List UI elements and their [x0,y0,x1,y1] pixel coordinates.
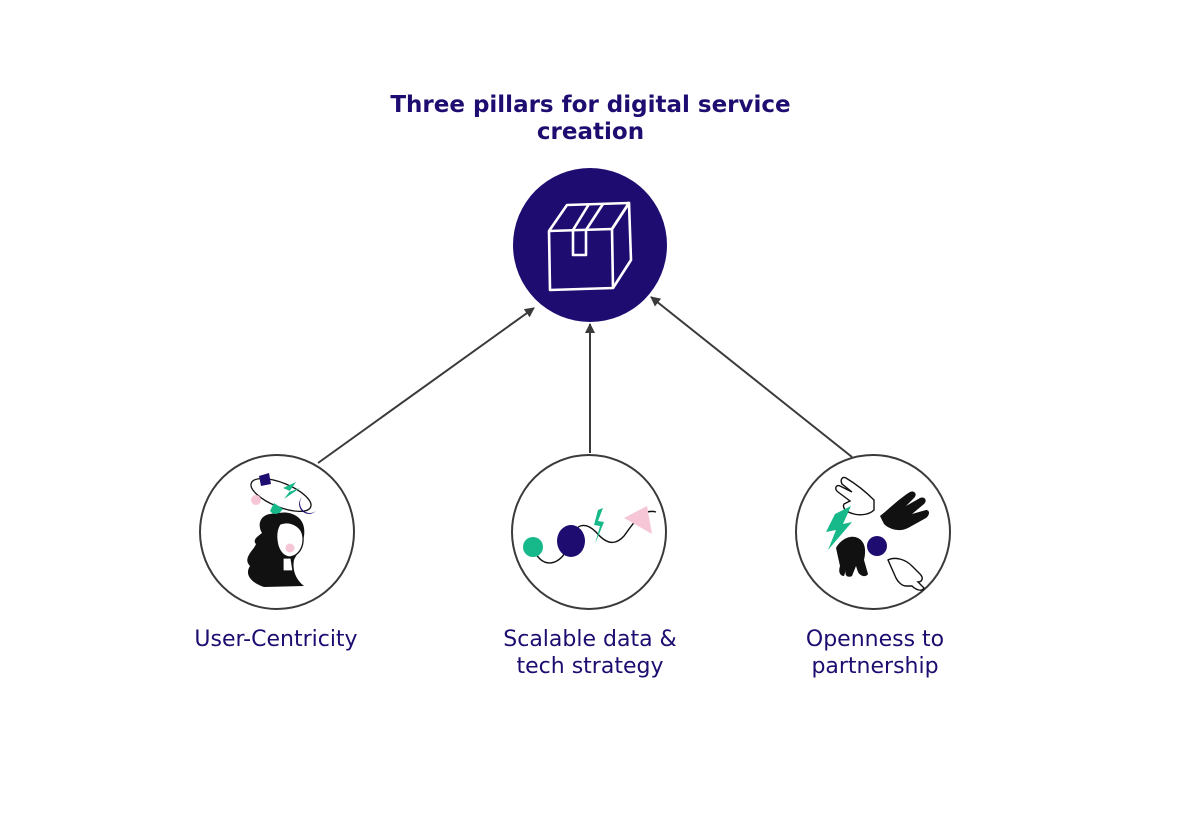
hub-node [513,168,667,322]
pillar-node-data-tech [512,455,666,609]
pillar-label-user-centricity: User-Centricity [160,626,392,653]
pillar-label-data-tech: Scalable data & tech strategy [470,626,710,680]
arrow-partnership [651,297,852,457]
pillar-node-user-centricity [200,455,354,609]
arrow-user-centricity [318,308,534,463]
pillar-node-partnership [796,455,950,609]
pillar-label-partnership: Openness to partnership [760,626,990,680]
